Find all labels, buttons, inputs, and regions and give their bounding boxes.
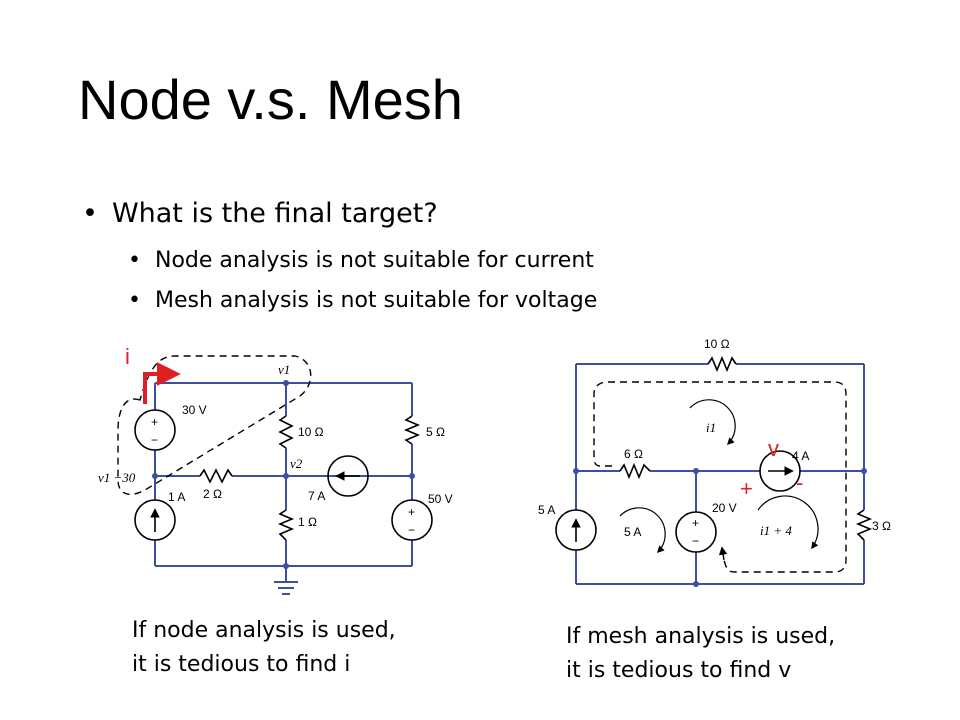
resistor-10ohm-top-icon	[707, 355, 737, 373]
annotation-plus: +	[740, 476, 753, 501]
right-circuit: 10 Ω 6 Ω 3 Ω 4 A 5 A + − 20 V i1 5 A i1 …	[538, 337, 891, 587]
label-v1: v1	[278, 362, 290, 377]
left-circuit: + − 30 V 1 A 2 Ω 10 Ω 1 Ω 5 Ω 7 A + − 50…	[98, 344, 453, 595]
label-r-3ohm: 3 Ω	[872, 519, 891, 533]
caption-left-line-2: it is tedious to find i	[132, 652, 351, 677]
voltage-source-30v-icon	[134, 409, 176, 451]
annotation-v: v	[768, 436, 779, 461]
sub-bullet-2: • Mesh analysis is not suitable for volta…	[128, 288, 597, 313]
label-1a: 1 A	[168, 490, 185, 504]
node-dot	[283, 563, 289, 569]
bullet-main-text: What is the final target?	[111, 198, 438, 229]
label-v1-minus-30: v1 −30	[98, 470, 136, 485]
current-source-4a-icon	[759, 450, 801, 492]
plus-sign: +	[408, 505, 415, 519]
label-50v: 50 V	[428, 492, 453, 506]
label-mesh-i1-plus-4: i1 + 4	[760, 523, 792, 538]
minus-sign: −	[408, 523, 415, 537]
current-source-1a-icon	[134, 499, 176, 541]
label-mesh-i1: i1	[706, 420, 716, 435]
label-4a: 4 A	[792, 449, 809, 463]
node-dot	[409, 473, 415, 479]
caption-right: If mesh analysis is used, it is tedious …	[566, 620, 835, 688]
label-2ohm: 2 Ω	[203, 487, 222, 501]
caption-right-line-2: it is tedious to find v	[566, 658, 792, 683]
bullet-dot: •	[128, 288, 141, 313]
sub-bullet-1-text: Node analysis is not suitable for curren…	[154, 248, 594, 273]
current-arrow-icon	[143, 362, 181, 404]
resistor-10ohm-icon	[278, 415, 294, 449]
supermesh-loop	[593, 381, 847, 573]
annotation-i: i	[125, 344, 130, 369]
label-5a: 5 A	[538, 503, 555, 517]
current-source-5a-icon	[555, 509, 597, 551]
node-dot	[283, 473, 289, 479]
node-dot	[693, 581, 699, 587]
ground-icon	[274, 581, 298, 595]
mesh-5a-loop-icon	[619, 507, 666, 554]
minus-sign: −	[692, 534, 699, 548]
voltage-source-50v-icon	[391, 499, 433, 541]
sub-bullet-2-text: Mesh analysis is not suitable for voltag…	[154, 288, 598, 313]
bullet-main: • What is the final target?	[82, 198, 438, 229]
voltage-source-20v-icon	[675, 511, 717, 553]
label-r-6ohm: 6 Ω	[624, 447, 643, 461]
label-v2: v2	[290, 456, 303, 471]
minus-sign: −	[151, 433, 158, 447]
mesh-i1-plus-4-loop-icon	[757, 495, 819, 550]
resistor-1ohm-icon	[277, 509, 295, 541]
node-dot	[573, 468, 579, 474]
slide-title: Node v.s. Mesh	[78, 68, 463, 131]
resistor-3ohm-icon	[855, 509, 873, 541]
mesh-i1-loop-icon	[689, 399, 736, 446]
caption-left-line-1: If node analysis is used,	[132, 618, 396, 643]
loop-arrow-icon	[718, 546, 728, 561]
resistor-6ohm-icon	[619, 462, 651, 480]
plus-sign: +	[692, 516, 699, 530]
bullet-dot: •	[82, 198, 98, 229]
label-1ohm: 1 Ω	[298, 515, 317, 529]
node-dot	[152, 473, 158, 479]
label-7a: 7 A	[308, 489, 325, 503]
current-source-7a-icon	[327, 455, 369, 497]
node-dot	[283, 380, 289, 386]
label-r-10ohm: 10 Ω	[704, 337, 730, 351]
label-30v: 30 V	[182, 403, 207, 417]
label-10ohm: 10 Ω	[298, 425, 324, 439]
label-mesh-5a: 5 A	[624, 525, 641, 539]
caption-left: If node analysis is used, it is tedious …	[132, 614, 396, 682]
resistor-2ohm-icon	[199, 468, 233, 484]
caption-right-line-1: If mesh analysis is used,	[566, 624, 836, 649]
plus-sign: +	[151, 415, 158, 429]
annotation-minus: -	[796, 470, 803, 495]
label-5ohm: 5 Ω	[426, 425, 445, 439]
node-dot	[861, 468, 867, 474]
bullet-dot: •	[128, 248, 141, 273]
supernode-boundary	[117, 355, 312, 496]
sub-bullet-1: • Node analysis is not suitable for curre…	[128, 248, 594, 273]
resistor-5ohm-icon	[403, 415, 421, 445]
label-20v: 20 V	[712, 501, 737, 515]
node-dot	[693, 468, 699, 474]
